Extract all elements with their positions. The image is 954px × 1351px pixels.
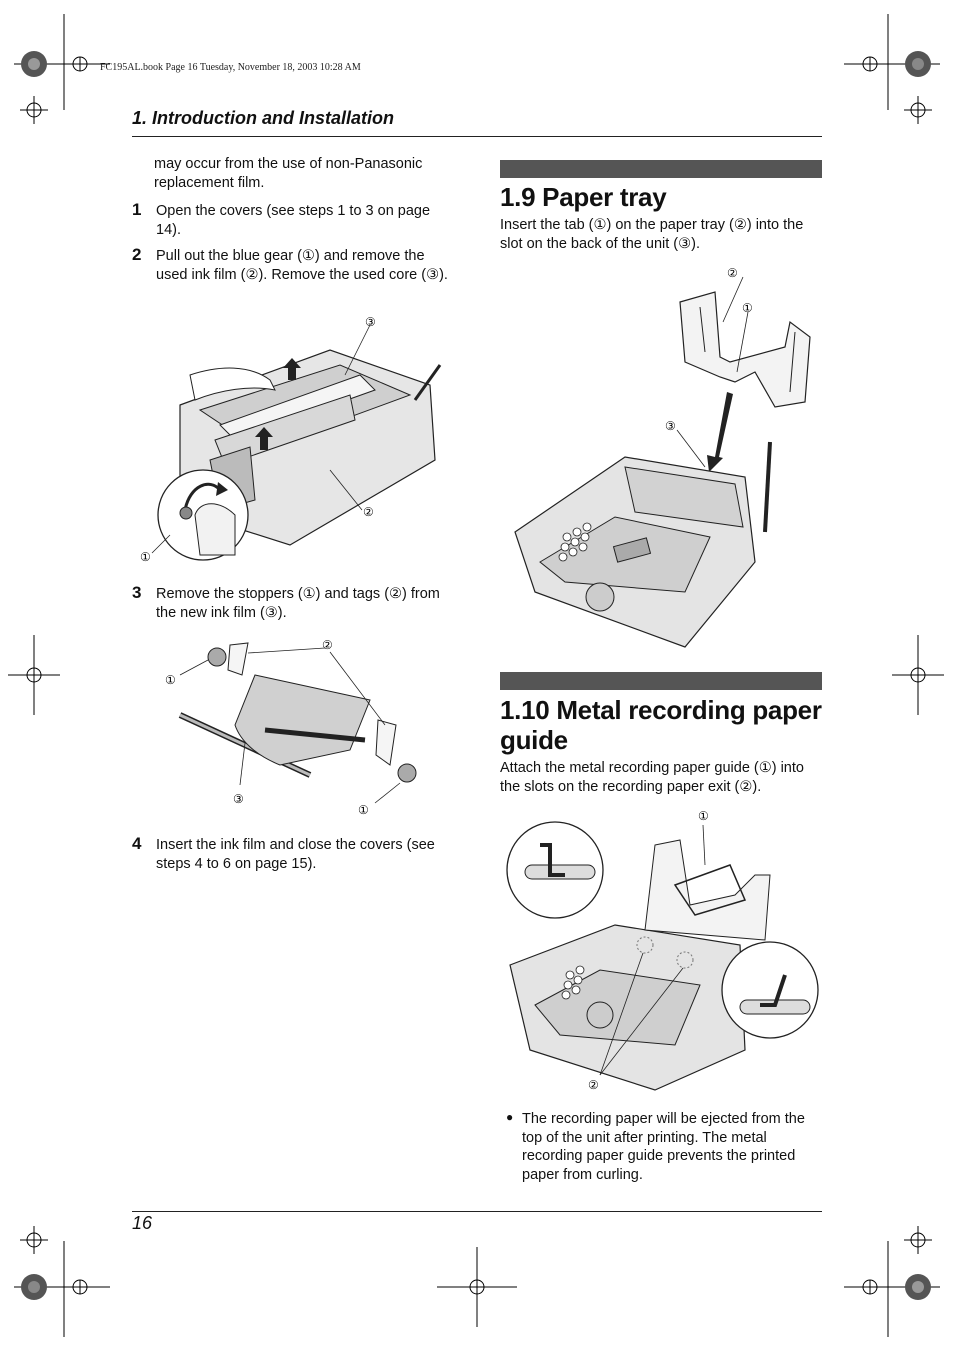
intro-text: may occur from the use of non-Panasonic … [154, 156, 423, 191]
section-bar-paper-tray [500, 160, 822, 178]
step-number: 4 [132, 834, 142, 853]
list-item: ● The recording paper will be ejected fr… [500, 1110, 822, 1184]
callout-2: ② [727, 266, 738, 280]
section-title: 1.9 Paper tray [500, 182, 667, 212]
ink-film-removal-illustration: ③ ② ① [140, 315, 442, 564]
new-ink-film-illustration: ② ① ③ ① [165, 638, 417, 817]
left-column: may occur from the use of non-Panasonic … [132, 155, 457, 284]
step-text: Insert the ink film and close the covers… [156, 837, 435, 872]
page-number: 16 [132, 1213, 153, 1233]
callout-1: ① [140, 550, 151, 564]
step-2: 2 Pull out the blue gear (①) and remove … [132, 245, 457, 284]
callout-1: ① [742, 301, 753, 315]
file-header: FC195AL.book Page 16 Tuesday, November 1… [100, 62, 361, 73]
section-paper-tray: 1.9 Paper tray Insert the tab (①) on the… [500, 182, 822, 253]
callout-2: ② [363, 505, 374, 519]
step-number: 1 [132, 200, 142, 219]
callout-2: ② [588, 1078, 599, 1092]
section-text: Insert the tab (①) on the paper tray (②)… [500, 217, 804, 252]
step-1: 1 Open the covers (see steps 1 to 3 on p… [132, 200, 457, 239]
callout-3: ③ [365, 315, 376, 329]
step-3: 3 Remove the stoppers (①) and tags (②) f… [132, 583, 457, 622]
step-4: 4 Insert the ink film and close the cove… [132, 834, 457, 873]
step-text: Pull out the blue gear (①) and remove th… [156, 248, 448, 283]
paper-tray-illustration: ② ① ③ [514, 266, 811, 648]
bullet-note: ● The recording paper will be ejected fr… [500, 1110, 822, 1184]
step-number: 2 [132, 245, 142, 264]
section-title: 1.10 Metal recording paper guide [500, 695, 822, 755]
left-column-step4: 4 Insert the ink film and close the cove… [132, 834, 457, 873]
step-text: Remove the stoppers (①) and tags (②) fro… [156, 586, 440, 621]
section-text: Attach the metal recording paper guide (… [500, 760, 804, 795]
left-column-step3: 3 Remove the stoppers (①) and tags (②) f… [132, 583, 457, 622]
callout-1b: ① [358, 803, 369, 817]
callout-1: ① [698, 809, 709, 823]
callout-3: ③ [233, 792, 244, 806]
header-rule [132, 136, 822, 137]
callout-2: ② [322, 638, 333, 652]
bullet-icon: ● [506, 1110, 514, 1124]
section-bar-metal-guide [500, 672, 822, 690]
callout-3: ③ [665, 419, 676, 433]
bullet-text: The recording paper will be ejected from… [522, 1111, 805, 1183]
footer-rule [132, 1211, 822, 1212]
section-metal-guide: 1.10 Metal recording paper guide Attach … [500, 695, 822, 796]
running-head: 1. Introduction and Installation [132, 108, 395, 128]
step-text: Open the covers (see steps 1 to 3 on pag… [156, 203, 431, 238]
callout-1: ① [165, 673, 176, 687]
metal-guide-illustration: ① ② [506, 809, 819, 1092]
step-number: 3 [132, 583, 142, 602]
